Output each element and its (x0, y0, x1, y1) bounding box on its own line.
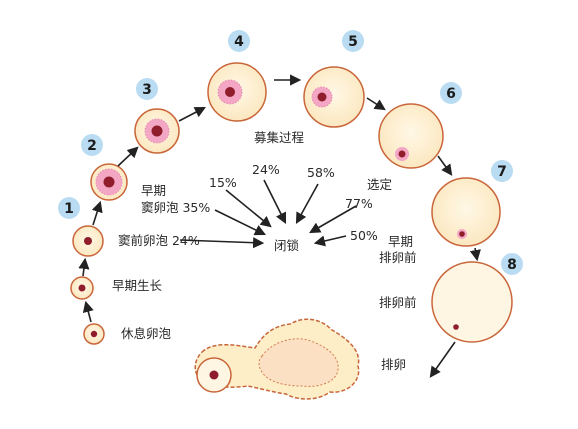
label-ovulation: 排卵 (381, 357, 407, 372)
arrow-3-to-4 (178, 106, 206, 122)
svg-text:1: 1 (64, 201, 74, 217)
ovulation-follicle (194, 318, 360, 400)
step-badge-4: 4 (228, 30, 250, 52)
arrow-antral-to-3 (117, 146, 139, 167)
atresia-rate-77: 77% (345, 196, 373, 211)
arrow-77-atresia (309, 205, 357, 234)
atresia-arrows (179, 179, 357, 249)
arrow-early-to-preantral (78, 257, 90, 277)
label-early-antral-line2: 窦卵泡 35% (141, 200, 211, 215)
label-early-preovulatory-line1: 早期 (388, 234, 414, 249)
arrow-7-to-8 (469, 247, 481, 262)
follicle-preovulatory (431, 261, 513, 343)
step-badge-3: 3 (136, 78, 158, 100)
follicle-early-antral (90, 163, 128, 201)
arrow-50-atresia (313, 235, 347, 247)
arrow-preantral-atresia (179, 237, 265, 249)
follicle-stage-3 (134, 108, 180, 154)
arrow-15-atresia (225, 189, 272, 228)
label-preantral: 窦前卵泡 24% (118, 233, 200, 248)
follicle-early-growth (70, 276, 94, 300)
label-atresia: 闭锁 (274, 238, 300, 253)
step-badge-5: 5 (342, 30, 364, 52)
arrow-preantral-to-antral (91, 200, 103, 226)
atresia-rate-50: 50% (350, 228, 378, 243)
arrow-antral-atresia (214, 209, 267, 236)
atresia-rate-15: 15% (209, 175, 237, 190)
svg-text:4: 4 (234, 34, 244, 50)
arrow-58-atresia (295, 183, 319, 224)
step-badge-8: 8 (501, 253, 523, 275)
arrow-5-to-6 (366, 97, 386, 111)
label-resting-follicle: 休息卵泡 (121, 326, 172, 341)
label-early-preovulatory-line2: 排卵前 (379, 250, 417, 265)
follicle-stage-7 (431, 177, 501, 247)
atresia-rate-58: 58% (307, 165, 335, 180)
label-selection: 选定 (367, 177, 393, 192)
arrow-8-to-ovulation (429, 341, 456, 378)
atresia-rate-24: 24% (252, 162, 280, 177)
follicle-resting (83, 323, 105, 345)
arrow-resting-to-early (82, 300, 94, 323)
follicle-stage-6 (378, 103, 444, 169)
follicle-stage-5 (303, 66, 365, 128)
svg-text:8: 8 (507, 257, 517, 273)
svg-text:7: 7 (497, 164, 507, 180)
progression-arrows (78, 74, 481, 378)
label-early-antral-line1: 早期 (141, 183, 167, 198)
label-recruitment: 募集过程 (254, 130, 305, 145)
step-badges: 1 2 3 4 5 6 7 8 (58, 30, 523, 275)
step-badge-6: 6 (440, 82, 462, 104)
arrow-6-to-7 (437, 155, 453, 176)
follicle-preantral (72, 225, 104, 257)
label-preovulatory: 排卵前 (379, 295, 417, 310)
svg-text:3: 3 (142, 82, 152, 98)
label-early-growth: 早期生长 (112, 278, 163, 293)
step-badge-7: 7 (491, 160, 513, 182)
svg-text:6: 6 (446, 86, 456, 102)
follicle-stage-4 (207, 62, 267, 122)
step-badge-2: 2 (81, 134, 103, 156)
svg-text:2: 2 (87, 138, 97, 154)
arrow-24-atresia (263, 179, 287, 225)
step-badge-1: 1 (58, 197, 80, 219)
svg-text:5: 5 (348, 34, 358, 50)
